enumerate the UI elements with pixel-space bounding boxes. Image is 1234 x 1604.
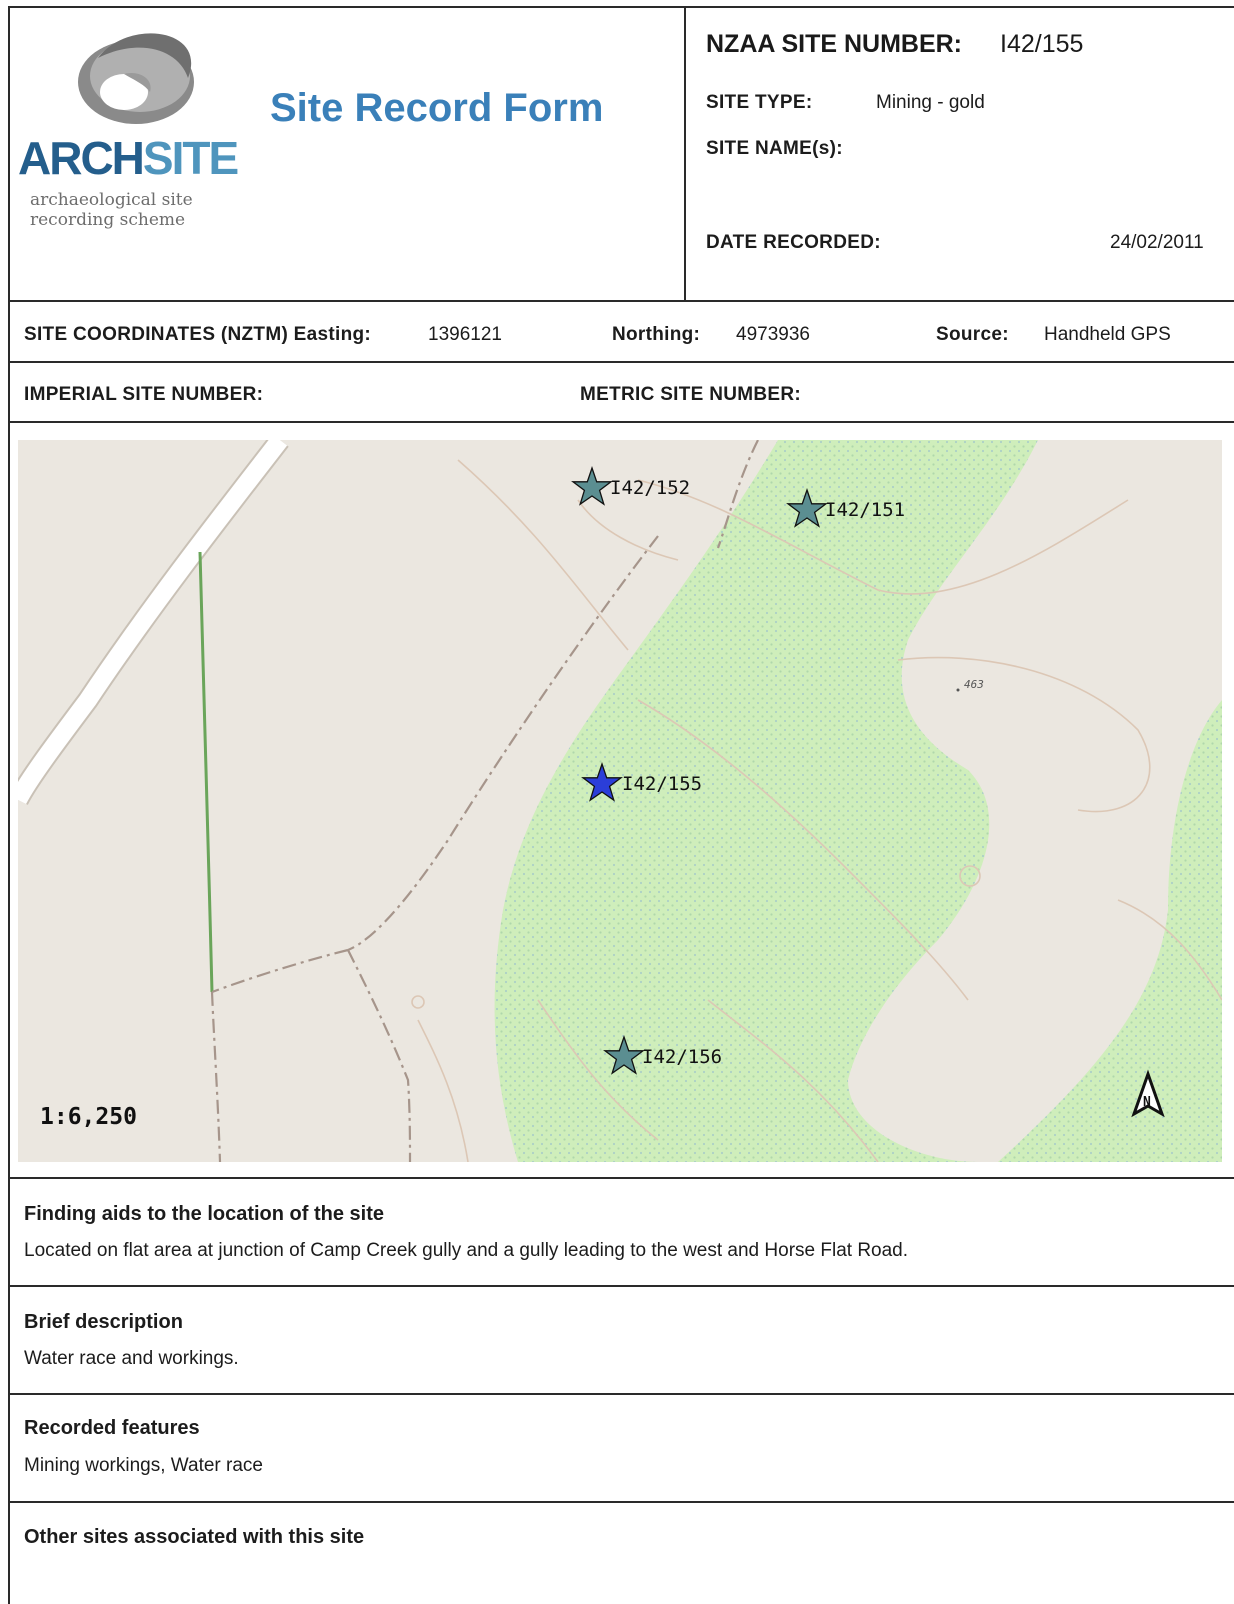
logo-tagline-1: archaeological site	[30, 190, 193, 210]
northing-label: Northing:	[612, 324, 701, 345]
frame-left	[8, 6, 10, 1604]
site-type-value: Mining - gold	[876, 92, 985, 113]
dashed-tracks	[210, 440, 759, 1162]
site-marker-label: I42/155	[622, 773, 702, 795]
divider-after-site-numbers	[8, 421, 1234, 423]
site-type-label: SITE TYPE:	[706, 92, 813, 113]
nzaa-site-number-label: NZAA SITE NUMBER:	[706, 30, 963, 58]
easting-value: 1396121	[428, 324, 502, 345]
divider-after-features	[8, 1501, 1234, 1503]
site-marker-i42-151[interactable]: I42/151	[786, 487, 905, 528]
star-marker-icon	[603, 1034, 645, 1075]
recorded-features-title: Recorded features	[24, 1417, 200, 1439]
frame-top	[8, 6, 1234, 8]
source-label: Source:	[936, 324, 1009, 345]
northing-value: 4973936	[736, 324, 810, 345]
divider-after-finding-aids	[8, 1285, 1234, 1287]
archsite-logo: ARCHSITE archaeological site recording s…	[18, 18, 248, 233]
main-road	[18, 440, 289, 806]
star-marker-icon	[571, 465, 613, 506]
divider-after-header	[8, 300, 1234, 302]
contour-lines	[411, 459, 1222, 1162]
date-recorded-value: 24/02/2011	[1110, 232, 1204, 253]
divider-after-description	[8, 1393, 1234, 1395]
logo-site-text: SITE	[142, 132, 239, 184]
site-marker-i42-152[interactable]: I42/152	[571, 465, 690, 506]
site-marker-label: I42/156	[642, 1046, 722, 1068]
divider-after-coordinates	[8, 361, 1234, 363]
archsite-swirl-icon	[78, 33, 194, 124]
imperial-site-number-label: IMPERIAL SITE NUMBER:	[24, 384, 264, 405]
site-marker-i42-156[interactable]: I42/156	[603, 1034, 722, 1075]
recorded-features-text: Mining workings, Water race	[24, 1455, 263, 1476]
site-marker-i42-155[interactable]: I42/155	[581, 761, 702, 802]
site-names-label: SITE NAME(s):	[706, 138, 843, 159]
source-value: Handheld GPS	[1044, 324, 1171, 345]
site-marker-label: I42/152	[610, 477, 690, 499]
header-divider-vertical	[684, 6, 686, 302]
spot-height-point	[956, 688, 960, 692]
finding-aids-text: Located on flat area at junction of Camp…	[24, 1240, 909, 1261]
logo-arch-text: ARCH	[18, 132, 145, 184]
star-marker-icon	[786, 487, 828, 528]
coordinates-label: SITE COORDINATES (NZTM) Easting:	[24, 324, 372, 345]
form-title: Site Record Form	[270, 86, 604, 130]
vegetation-area	[494, 440, 1222, 1162]
brief-description-title: Brief description	[24, 1311, 183, 1333]
star-marker-icon	[581, 761, 623, 802]
stream-line	[198, 551, 214, 993]
other-sites-title: Other sites associated with this site	[24, 1526, 365, 1548]
svg-text:N: N	[1143, 1095, 1151, 1110]
site-location-map: 463 I42/152 I42/151 I42/155 I42/156 1:6,…	[18, 440, 1222, 1162]
brief-description-text: Water race and workings.	[24, 1348, 239, 1369]
logo-tagline-2: recording scheme	[30, 210, 186, 230]
north-arrow-icon: N	[1131, 1069, 1165, 1118]
metric-site-number-label: METRIC SITE NUMBER:	[580, 384, 802, 405]
nzaa-site-number-value: I42/155	[1000, 30, 1084, 58]
site-marker-label: I42/151	[825, 499, 905, 521]
divider-after-map	[8, 1177, 1234, 1179]
finding-aids-title: Finding aids to the location of the site	[24, 1203, 384, 1225]
spot-height-label: 463	[964, 678, 984, 691]
date-recorded-label: DATE RECORDED:	[706, 232, 881, 253]
map-scale-label: 1:6,250	[40, 1104, 137, 1130]
